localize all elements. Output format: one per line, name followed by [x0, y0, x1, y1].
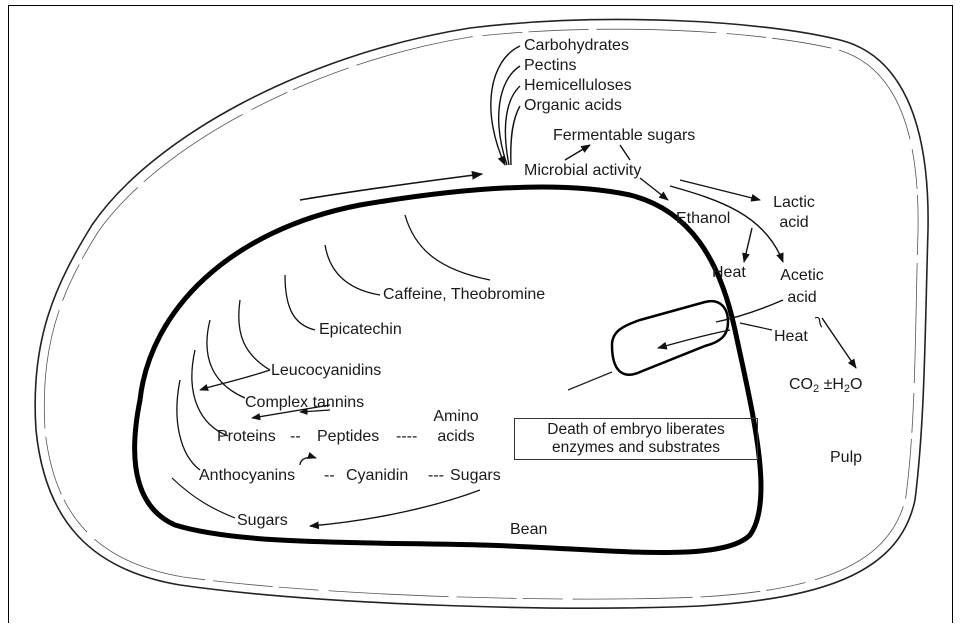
connector-peptides-amino: ----: [396, 428, 417, 446]
label-peptides: Peptides: [317, 428, 379, 446]
label-bean: Bean: [510, 521, 547, 539]
connector-anthocyanins-cyanidin: --: [324, 467, 335, 485]
label-amino: Amino: [428, 408, 484, 426]
label-fermentable-sugars: Fermentable sugars: [553, 127, 695, 145]
label-microbial-activity: Microbial activity: [524, 162, 641, 180]
label-leucocyanidins: Leucocyanidins: [271, 362, 381, 380]
label-pectins: Pectins: [524, 57, 576, 75]
label-sugars-outer: Sugars: [237, 512, 288, 530]
label-anthocyanins: Anthocyanins: [199, 467, 295, 485]
embryo-outline: [612, 301, 728, 375]
label-pulp: Pulp: [830, 449, 862, 467]
embryo-death-box: Death of embryo liberates enzymes and su…: [514, 418, 758, 460]
embryo-box-line-1: Death of embryo liberates: [515, 421, 757, 439]
label-heat-1: Heat: [712, 264, 746, 282]
label-carbohydrates: Carbohydrates: [524, 37, 629, 55]
label-amino-acids: acids: [428, 428, 484, 446]
label-caffeine-theobromine: Caffeine, Theobromine: [383, 286, 545, 304]
connector-cyanidin-sugars: ---: [428, 467, 444, 485]
label-co2-h2o: CO2 ±H2O: [789, 376, 862, 398]
embryo-box-line-2: enzymes and substrates: [515, 439, 757, 457]
label-organic-acids: Organic acids: [524, 97, 622, 115]
label-proteins: Proteins: [217, 428, 276, 446]
connector-proteins-peptides: --: [290, 428, 301, 446]
label-heat-2: Heat: [774, 328, 808, 346]
label-acetic-acid: acid: [770, 289, 834, 307]
bean-outline: [135, 187, 761, 552]
label-cyanidin: Cyanidin: [346, 467, 408, 485]
label-sugars-inner: Sugars: [450, 467, 501, 485]
label-epicatechin: Epicatechin: [319, 321, 402, 339]
label-lactic: Lactic: [764, 194, 824, 212]
label-acetic: Acetic: [770, 267, 834, 285]
label-complex-tannins: Complex tannins: [245, 394, 364, 412]
label-hemicelluloses: Hemicelluloses: [524, 77, 632, 95]
label-lactic-acid: acid: [764, 214, 824, 232]
label-ethanol: Ethanol: [676, 210, 730, 228]
